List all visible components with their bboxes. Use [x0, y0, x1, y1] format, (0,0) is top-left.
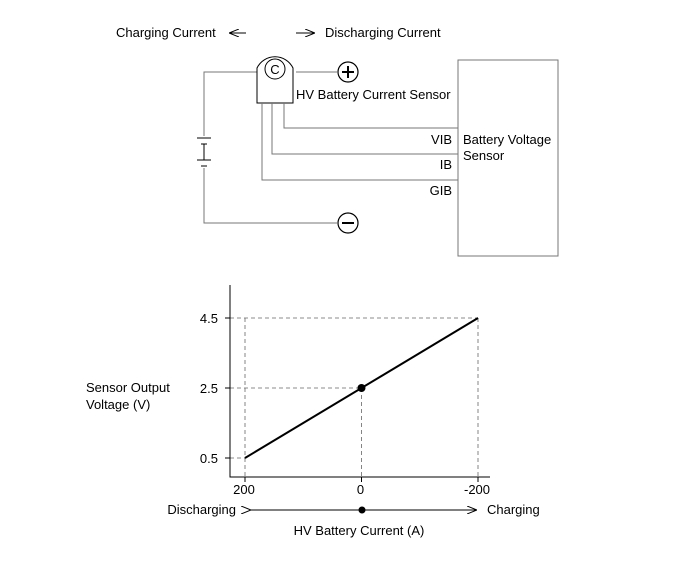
current-sensor-icon: C [256, 56, 294, 104]
x-axis-label: HV Battery Current (A) [294, 523, 425, 538]
chart-ticks: 0.5 2.5 4.5 200 0 -200 [200, 311, 490, 497]
battery-bottom-wire [203, 168, 337, 224]
x-tick-label: 200 [233, 482, 255, 497]
negative-terminal-icon [337, 212, 359, 234]
ib-wire [271, 103, 458, 155]
chart: 0.5 2.5 4.5 200 0 -200 Sensor Output Voltage … [86, 285, 540, 538]
ecu-label-line1: Battery Voltage [463, 132, 551, 147]
pin-vib-label: VIB [431, 132, 452, 147]
discharging-label: Discharging [167, 502, 236, 517]
y-tick-label: 4.5 [200, 311, 218, 326]
discharging-current-label: Discharging Current [325, 25, 441, 40]
pin-ib-label: IB [440, 157, 452, 172]
charging-label: Charging [487, 502, 540, 517]
y-axis-label-line2: Voltage (V) [86, 397, 150, 412]
chart-series [244, 317, 479, 459]
chart-guides [230, 317, 479, 477]
y-tick-label: 0.5 [200, 451, 218, 466]
circuit-diagram: Charging Current Discharging Current [116, 25, 559, 257]
battery-icon [197, 137, 211, 167]
chart-axes [229, 285, 490, 478]
gib-wire [261, 103, 458, 181]
zero-current-point [357, 384, 366, 392]
ecu-label-line2: Sensor [463, 148, 505, 163]
y-tick-label: 2.5 [200, 381, 218, 396]
pin-gib-label: GIB [430, 183, 452, 198]
charging-current-label: Charging Current [116, 25, 216, 40]
sensor-symbol: C [270, 62, 279, 77]
x-tick-label: -200 [464, 482, 490, 497]
vib-wire [283, 103, 458, 129]
y-axis-label-line1: Sensor Output [86, 380, 170, 395]
x-tick-label: 0 [357, 482, 364, 497]
positive-terminal-icon [337, 61, 359, 83]
battery-voltage-sensor-box [457, 59, 559, 257]
current-zero-dot [358, 506, 366, 514]
battery-top-wire [203, 71, 260, 136]
sensor-label: HV Battery Current Sensor [296, 87, 451, 102]
